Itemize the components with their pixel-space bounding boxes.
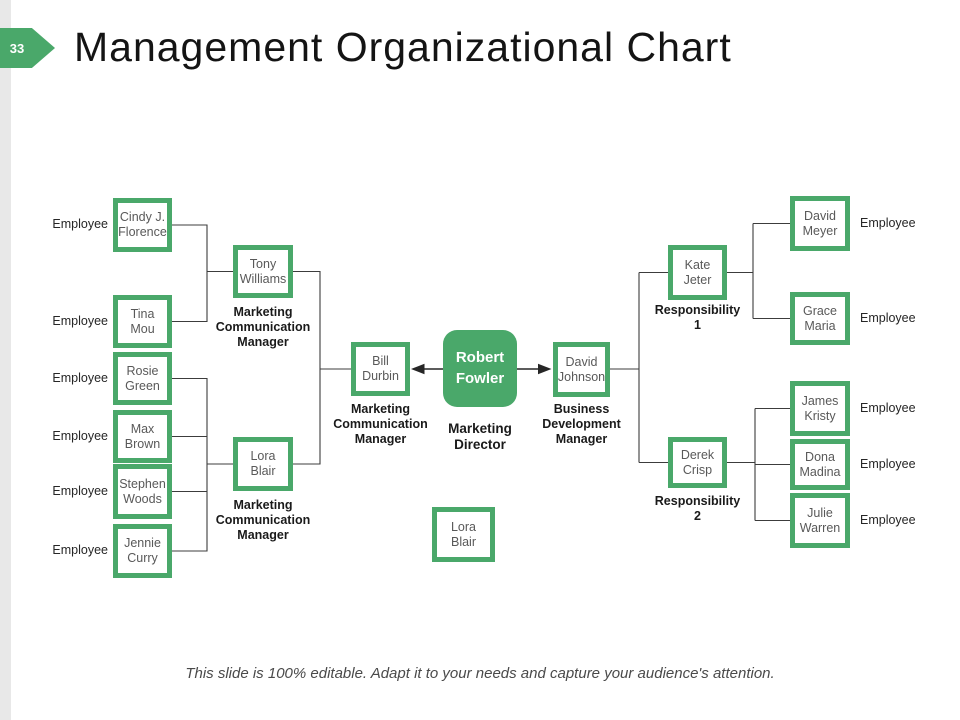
box-bill-durbin: Bill Durbin — [351, 342, 410, 396]
box-max-brown: Max Brown — [113, 410, 172, 463]
box-tony-williams: Tony Williams — [233, 245, 293, 298]
box-grace-maria: Grace Maria — [790, 292, 850, 345]
role-label-marketing-director: Marketing Director — [448, 421, 512, 453]
bracket-right-bottom — [727, 407, 790, 522]
box-david-johnson: David Johnson — [553, 342, 610, 397]
slide-number: 33 — [9, 40, 25, 56]
arrow-left-icon — [411, 363, 425, 375]
employee-label: Employee — [860, 216, 916, 230]
role-label-david-johnson: Business Development Manager — [542, 402, 621, 446]
box-david-meyer: David Meyer — [790, 196, 850, 251]
box-dona-madina: Dona Madina — [790, 439, 850, 490]
box-rosie-green: Rosie Green — [113, 352, 172, 405]
employee-label: Employee — [860, 311, 916, 325]
employee-label: Employee — [52, 543, 108, 557]
role-label-tony-williams: Marketing Communication Manager — [215, 305, 311, 349]
employee-label: Employee — [52, 217, 108, 231]
arrow-right-icon — [538, 363, 552, 375]
box-derek-crisp: Derek Crisp — [668, 437, 727, 488]
bracket-left-bottom — [172, 377, 233, 552]
box-robert-fowler: Robert Fowler — [443, 330, 517, 407]
role-label-bill-durbin: Marketing Communication Manager — [333, 402, 428, 446]
box-stephen-woods: Stephen Woods — [113, 464, 172, 519]
box-lora-blair-bottom: Lora Blair — [432, 507, 495, 562]
bracket-left-top — [172, 224, 233, 323]
bracket-right-top — [727, 222, 790, 320]
box-lora-blair: Lora Blair — [233, 437, 293, 491]
box-jennie-curry: Jennie Curry — [113, 524, 172, 578]
box-james-kristy: James Kristy — [790, 381, 850, 436]
employee-label: Employee — [860, 513, 916, 527]
employee-label: Employee — [860, 401, 916, 415]
role-label-responsibility-1: Responsibility 1 — [654, 303, 741, 332]
employee-label: Employee — [52, 429, 108, 443]
employee-label: Employee — [860, 457, 916, 471]
employee-label: Employee — [52, 484, 108, 498]
box-kate-jeter: Kate Jeter — [668, 245, 727, 300]
employee-label: Employee — [52, 371, 108, 385]
box-tina-mou: Tina Mou — [113, 295, 172, 348]
bracket-right-mid — [610, 271, 668, 464]
box-cindy-florence: Cindy J. Florence — [113, 198, 172, 252]
left-accent-bar — [0, 0, 11, 720]
role-label-responsibility-2: Responsibility 2 — [654, 494, 741, 523]
director-name: Robert Fowler — [455, 349, 505, 387]
employee-label: Employee — [52, 314, 108, 328]
bracket-left-mid — [293, 270, 351, 465]
slide-footer: This slide is 100% editable. Adapt it to… — [185, 665, 775, 682]
box-julie-warren: Julie Warren — [790, 493, 850, 548]
role-label-lora-blair: Marketing Communication Manager — [215, 498, 311, 542]
slide-title: Management Organizational Chart — [74, 24, 732, 70]
